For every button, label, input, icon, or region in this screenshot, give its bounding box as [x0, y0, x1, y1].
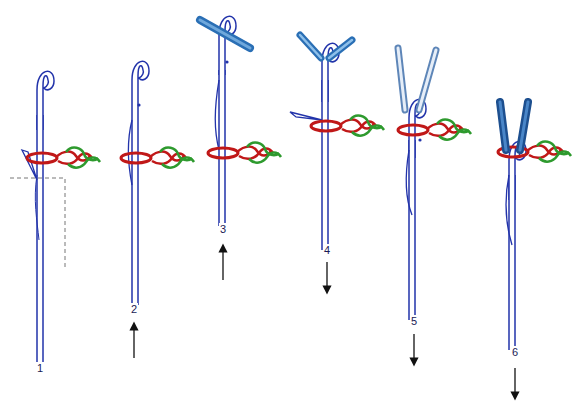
callout-number: 5: [410, 315, 418, 327]
callout-number: 2: [130, 303, 138, 315]
needle-1: [10, 71, 100, 362]
callout-number: 6: [511, 346, 519, 358]
callout-number: 1: [36, 362, 44, 374]
needle-6: [498, 102, 571, 396]
needle-2: [121, 61, 194, 358]
needle-4: [290, 35, 384, 290]
callout-number: 3: [219, 223, 227, 235]
callout-number: 4: [323, 244, 331, 256]
needle-5: [398, 48, 471, 362]
needle-3: [200, 16, 281, 280]
